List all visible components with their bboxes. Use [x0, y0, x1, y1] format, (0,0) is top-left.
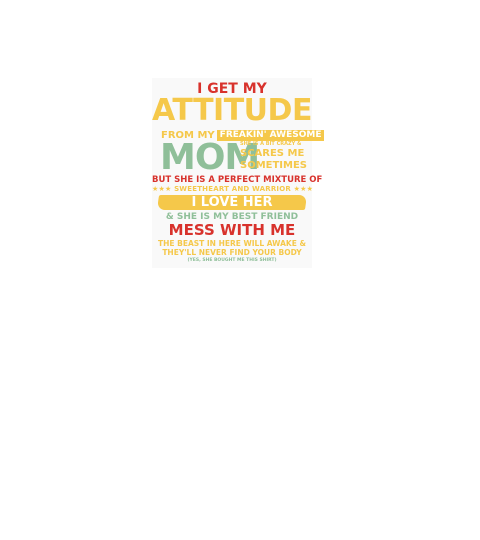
text-from-my: FROM MY	[161, 129, 215, 141]
text-sweetheart-warrior: ★★★ SWEETHEART AND WARRIOR ★★★	[152, 185, 314, 193]
highlight-freakin-awesome: FREAKIN' AWESOME	[216, 130, 325, 141]
text-i-get-my: I GET MY	[197, 81, 267, 97]
text-i-love-her: I LOVE HER	[191, 195, 273, 210]
text-perfect-mixture: BUT SHE IS A PERFECT MIXTURE OF	[152, 175, 323, 185]
text-mess-with-me: MESS WITH ME	[168, 221, 296, 239]
text-mom: MOM	[160, 137, 260, 178]
text-best-friend: & SHE IS MY BEST FRIEND	[165, 212, 299, 222]
text-find-your-body: THEY'LL NEVER FIND YOUR BODY	[162, 248, 302, 257]
text-beast-awake: THE BEAST IN HERE WILL AWAKE &	[157, 239, 306, 248]
text-crazy: SHE IS A BIT CRAZY &	[240, 141, 302, 147]
mom-side-text: SHE IS A BIT CRAZY & SCARES ME SOMETIMES	[240, 141, 308, 171]
text-attitude: ATTITUDE	[152, 93, 312, 128]
text-scares-me: SCARES ME	[240, 148, 305, 159]
text-sometimes: SOMETIMES	[240, 160, 308, 171]
text-bought-shirt: (YES, SHE BOUGHT ME THIS SHIRT)	[187, 258, 277, 263]
